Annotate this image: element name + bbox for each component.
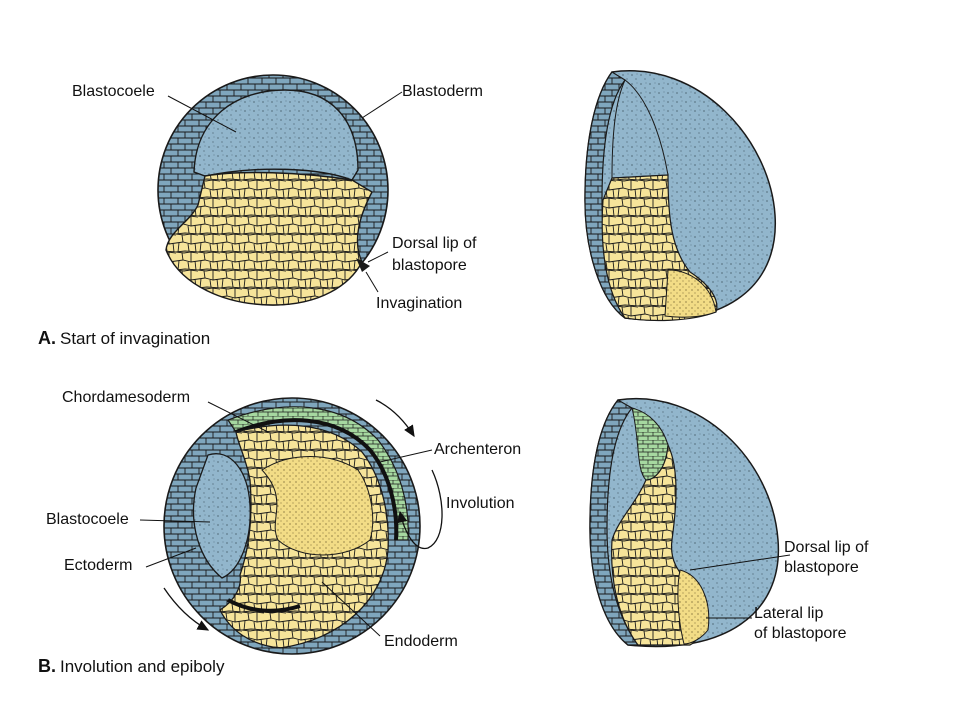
caption-b: B.Involution and epiboly [38, 656, 224, 677]
caption-a: A.Start of invagination [38, 328, 210, 349]
label-blastocoele-b: Blastocoele [46, 511, 129, 528]
label-blastoderm: Blastoderm [402, 83, 483, 100]
label-ectoderm: Ectoderm [64, 557, 133, 574]
label-involution: Involution [446, 495, 515, 512]
caption-a-letter: A. [38, 328, 56, 348]
caption-b-letter: B. [38, 656, 56, 676]
panel-b-cutaway [589, 397, 780, 648]
panel-a-embryo [157, 74, 389, 306]
label-lateral-lip-line2: of blastopore [754, 625, 847, 642]
panel-b-arrows [163, 399, 443, 631]
label-dorsal-lip-b-line2: blastopore [784, 559, 859, 576]
panel-b-embryo [163, 397, 421, 655]
caption-b-text: Involution and epiboly [60, 657, 225, 676]
label-chordamesoderm: Chordamesoderm [62, 389, 191, 406]
caption-a-text: Start of invagination [60, 329, 211, 348]
panel-b-leaders [139, 401, 791, 637]
label-dorsal-lip-b-line1: Dorsal lip of [784, 539, 869, 556]
label-invagination: Invagination [376, 295, 463, 312]
label-blastocoele-a: Blastocoele [72, 83, 155, 100]
label-endoderm: Endoderm [384, 633, 458, 650]
label-archenteron: Archenteron [434, 441, 522, 458]
label-lateral-lip-line1: Lateral lip [754, 605, 824, 622]
label-dorsal-lip-a-line1: Dorsal lip of [392, 235, 477, 252]
panel-a-cutaway [584, 70, 776, 322]
panel-a-leaders [167, 91, 403, 293]
label-dorsal-lip-a-line2: blastopore [392, 257, 467, 274]
